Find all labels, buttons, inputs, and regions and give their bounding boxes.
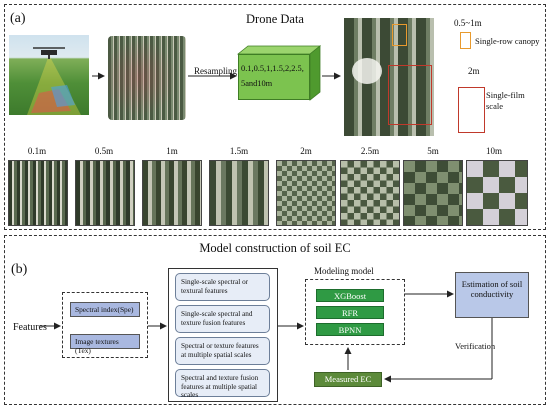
modeling-title: Modeling model: [314, 266, 374, 276]
scale-label: 1.5m: [229, 146, 249, 156]
orthomosaic-image: [108, 36, 186, 120]
spectral-index-box: Spectral index(Spe): [70, 302, 140, 317]
drone-photo: [9, 35, 89, 115]
film-legend-box: [458, 87, 485, 133]
feature-set-single-fusion: Single-scale spectral and texture fusion…: [175, 305, 270, 333]
feature-set-multi-fusion: Spectral and texture fusion features at …: [175, 369, 270, 399]
canopy-crop-image: [344, 18, 434, 136]
scale-label: 10m: [485, 146, 502, 156]
canopy-legend-box: [460, 32, 471, 49]
canopy-legend-label: Single-row canopy: [475, 36, 540, 46]
features-label: Features: [13, 322, 47, 333]
measured-ec-box: Measured EC: [314, 372, 382, 387]
tile-1m: [142, 160, 202, 226]
panel-b: [4, 235, 546, 405]
modeling-group: [305, 279, 405, 345]
panel-a-title: Drone Data: [246, 12, 304, 26]
tile-2-5m: [340, 160, 400, 226]
resampling-values-2: 5and10m: [241, 79, 273, 88]
model-rfr: RFR: [316, 306, 384, 319]
canopy-size-label: 0.5~1m: [454, 18, 482, 28]
feature-set-multi-scale: Spectral or texture features at multiple…: [175, 337, 270, 365]
model-xgboost: XGBoost: [316, 289, 384, 302]
resampling-values: 0.1,0.5,1,1.5,2,2.5,: [241, 64, 304, 73]
image-texture-box: Image textures (Tex): [70, 334, 140, 354]
resampling-heading: Resampling: [194, 66, 237, 76]
estimation-box: Estimation of soil conductivity: [455, 272, 529, 318]
model-bpnn: BPNN: [316, 323, 384, 336]
scale-label: 0.1m: [27, 146, 47, 156]
film-box: [388, 65, 432, 125]
tile-1-5m: [209, 160, 269, 226]
tile-0-1m: [8, 160, 68, 226]
resampling-cube: [238, 54, 310, 100]
feature-set-single-scale: Single-scale spectral or textural featur…: [175, 273, 270, 301]
panel-a: [4, 4, 546, 230]
panel-b-title: Model construction of soil EC: [199, 241, 351, 255]
scale-label: 2.5m: [360, 146, 380, 156]
tile-0-5m: [75, 160, 135, 226]
panel-b-label: (b): [11, 262, 28, 277]
film-legend-label-1: Single-film: [486, 90, 525, 100]
canopy-box: [392, 24, 407, 46]
scale-label: 2m: [300, 146, 312, 156]
scale-label: 5m: [427, 146, 439, 156]
feature-set-group: [168, 268, 278, 402]
drone-illustration: [27, 47, 81, 115]
panel-a-label: (a): [10, 11, 26, 26]
film-legend-label-2: scale: [486, 101, 503, 111]
film-size-label: 2m: [468, 66, 480, 76]
verification-label: Verification: [455, 341, 496, 351]
tile-2m: [276, 160, 336, 226]
tile-5m: [403, 160, 463, 226]
scale-label: 0.5m: [94, 146, 114, 156]
scale-label: 1m: [166, 146, 178, 156]
tile-10m: [466, 160, 528, 226]
input-group: [62, 292, 148, 358]
